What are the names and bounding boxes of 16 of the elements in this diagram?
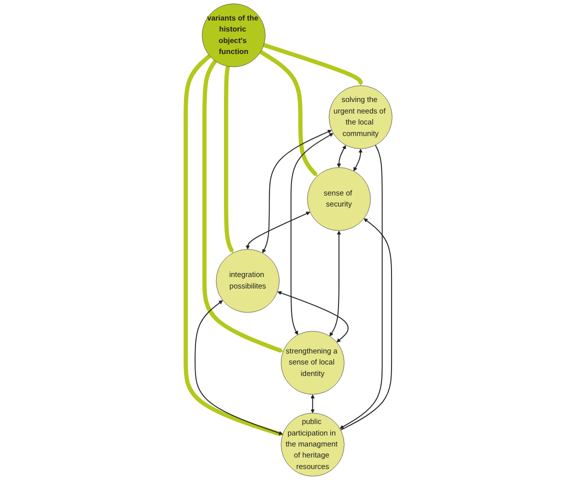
arrow bbox=[276, 291, 348, 342]
arrow bbox=[353, 148, 362, 172]
arrow bbox=[310, 394, 314, 414]
arrow bbox=[262, 130, 332, 254]
arrow bbox=[245, 212, 310, 250]
arrow bbox=[262, 43, 362, 86]
arrow bbox=[259, 50, 318, 176]
arrow bbox=[329, 230, 341, 336]
arrow bbox=[339, 144, 382, 429]
arrow bbox=[183, 54, 282, 436]
arrow bbox=[194, 300, 283, 435]
arrow bbox=[202, 60, 283, 353]
arrow bbox=[336, 145, 346, 168]
arrow bbox=[340, 218, 392, 431]
arrow bbox=[290, 133, 333, 336]
arrow bbox=[224, 66, 234, 254]
